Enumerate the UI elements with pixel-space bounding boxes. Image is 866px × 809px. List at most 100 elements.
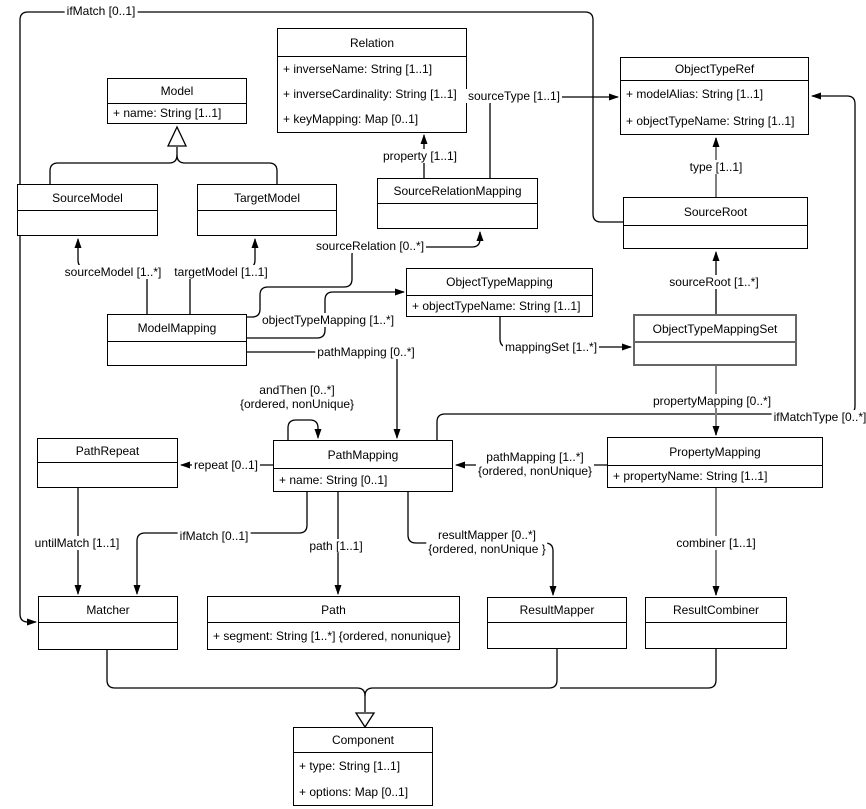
class-Relation: Relation+ inverseName: String [1..1]+ in…	[277, 28, 467, 133]
class-Component: Component + type: String [1..1] + options:…	[293, 727, 433, 806]
edge-sourcetype	[489, 93, 619, 178]
class-title: SourceModel	[18, 185, 157, 211]
edge-label-line: ifMatch [0..1]	[66, 4, 136, 18]
class-ResultMapper: ResultMapper	[487, 597, 627, 649]
class-SourceModel: SourceModel	[17, 184, 158, 236]
class-attribute: + objectTypeName: String [1..1]	[626, 113, 795, 128]
edge-label-pathmapping-1: pathMapping [1..*]{ordered, nonUnique}	[475, 450, 595, 478]
class-attribute: + modelAlias: String [1..1]	[626, 87, 764, 101]
class-Matcher: Matcher	[38, 596, 178, 650]
class-title: PathRepeat	[38, 439, 177, 463]
class-ObjectTypeMapping: ObjectTypeMapping + objectTypeName: Strin…	[406, 268, 593, 317]
edge-label-resultmapper: resultMapper [0..*]{ordered, nonUnique }	[426, 528, 548, 556]
edge-label-targetmodel: targetModel [1..1]	[172, 265, 270, 279]
edge-label-line: sourceModel [1..*]	[64, 265, 162, 279]
edge-label-line: sourceRelation [0..*]	[315, 239, 425, 253]
class-SourceRelationMapping: SourceRelationMapping	[377, 178, 538, 229]
class-attribute: + options: Map [0..1]	[299, 785, 409, 799]
class-attribute: + name: String [1..1]	[113, 106, 222, 120]
class-PropertyMapping: PropertyMapping + propertyName: String [1…	[607, 437, 823, 488]
class-ResultCombiner: ResultCombiner	[645, 597, 787, 649]
edge-label-line: untilMatch [1..1]	[34, 536, 120, 550]
edge-label-sourcemodel: sourceModel [1..*]	[62, 265, 164, 279]
class-attribute: + propertyName: String [1..1]	[613, 469, 768, 483]
edge-label-line: property [1..1]	[382, 149, 458, 163]
edge-label-pathmapping-0: pathMapping [0..*]	[315, 345, 417, 359]
class-title: Model	[108, 79, 246, 104]
edge-label-line: {ordered, nonUnique}	[477, 464, 593, 478]
edge-label-line: targetModel [1..1]	[174, 265, 268, 279]
edge-generalization-matcher	[106, 650, 366, 712]
edge-label-ifmatchtype: ifMatchType [0..*]	[771, 410, 866, 424]
class-Model: Model + name: String [1..1]	[107, 78, 247, 124]
generalization-triangle-component	[354, 712, 376, 729]
edge-andthen-selfloop	[287, 419, 322, 440]
edge-label-line: combiner [1..1]	[676, 536, 756, 550]
edge-label-line: sourceRoot [1..*]	[669, 275, 759, 289]
edge-label-line: mappingSet [1..*]	[504, 340, 598, 354]
edge-label-objecttypemapping: objectTypeMapping [1..*]	[259, 313, 397, 327]
class-title: SourceRelationMapping	[378, 179, 537, 204]
edge-label-combiner: combiner [1..1]	[674, 536, 758, 550]
class-TargetModel: TargetModel	[197, 184, 337, 236]
edge-label-line: pathMapping [1..*]	[486, 450, 584, 464]
edge-ifmatch-pathmapping	[133, 492, 308, 595]
edge-label-propertymapping: propertyMapping [0..*]	[650, 394, 774, 408]
generalization-triangle-model	[166, 125, 188, 147]
edge-label-line: repeat [0..1]	[193, 458, 259, 472]
edge-generalization-targetmodel	[176, 154, 278, 184]
edge-label-mappingset: mappingSet [1..*]	[502, 340, 600, 354]
edge-label-line: type [1..1]	[689, 160, 743, 174]
edge-label-line: sourceType [1..1]	[467, 89, 561, 103]
edge-label-line: resultMapper [0..*]	[437, 528, 537, 542]
class-attribute: + inverseName: String [1..1]	[283, 62, 433, 76]
class-attribute: + name: String [0..1]	[279, 473, 388, 487]
class-title: Component	[294, 728, 432, 753]
edge-label-line: andThen [0..*]	[259, 383, 335, 397]
class-ModelMapping: ModelMapping	[107, 314, 247, 366]
edge-label-line: {ordered, nonUnique }	[428, 542, 546, 556]
class-ObjectTypeMappingSet: ObjectTypeMappingSet	[633, 314, 797, 366]
class-attribute: + objectTypeName: String [1..1]	[412, 299, 581, 313]
edge-label-sourceroot: sourceRoot [1..*]	[667, 275, 761, 289]
edge-label-sourcerelation: sourceRelation [0..*]	[313, 239, 427, 253]
class-SourceRoot: SourceRoot	[623, 197, 808, 249]
class-title: Path	[208, 597, 459, 623]
edge-label-line: ifMatch [0..1]	[179, 529, 249, 543]
class-title: ObjectTypeRef	[621, 58, 808, 81]
class-attribute: + segment: String [1..*] {ordered, nonun…	[213, 629, 451, 643]
class-attribute: + keyMapping: Map [0..1]	[283, 112, 419, 126]
class-attribute: + inverseCardinality: String [1..1]	[283, 87, 457, 101]
edge-label-ifmatch-2: ifMatch [0..1]	[177, 529, 251, 543]
edge-label-sourcetype: sourceType [1..1]	[465, 89, 563, 103]
class-title: PropertyMapping	[608, 438, 822, 466]
edge-label-line: pathMapping [0..*]	[317, 345, 415, 359]
class-title: PathMapping	[274, 441, 452, 469]
class-title: Matcher	[39, 597, 177, 623]
class-title: TargetModel	[198, 185, 336, 211]
class-Path: Path + segment: String [1..*] {ordered, n…	[207, 596, 460, 650]
edge-generalization-resultmapper	[364, 649, 558, 697]
class-ObjectTypeRef: ObjectTypeRef + modelAlias: String [1..1]…	[620, 57, 809, 135]
class-title: SourceRoot	[624, 198, 807, 226]
class-PathMapping: PathMapping + name: String [0..1]	[273, 440, 453, 492]
class-title: ObjectTypeMappingSet	[635, 316, 795, 343]
class-title: ObjectTypeMapping	[407, 269, 592, 296]
edge-label-path: path [1..1]	[307, 539, 365, 553]
edge-label-line: ifMatchType [0..*]	[773, 410, 866, 424]
edge-label-line: objectTypeMapping [1..*]	[261, 313, 395, 327]
edge-label-line: {ordered, nonUnique}	[239, 397, 355, 411]
edge-ifmatch-sourceroot-matcher	[19, 11, 623, 626]
edge-label-property: property [1..1]	[380, 149, 460, 163]
edge-generalization-resultcombiner	[560, 649, 717, 689]
class-title: ResultMapper	[488, 598, 626, 623]
class-PathRepeat: PathRepeat	[37, 438, 178, 488]
edge-sourcerelation	[247, 231, 484, 318]
edge-label-repeat: repeat [0..1]	[191, 458, 261, 472]
class-title: ResultCombiner	[646, 598, 786, 623]
edge-generalization-sourcemodel	[49, 147, 178, 184]
edge-label-line: path [1..1]	[309, 539, 363, 553]
class-attribute: + type: String [1..1]	[299, 759, 401, 773]
class-title: ModelMapping	[108, 315, 246, 342]
